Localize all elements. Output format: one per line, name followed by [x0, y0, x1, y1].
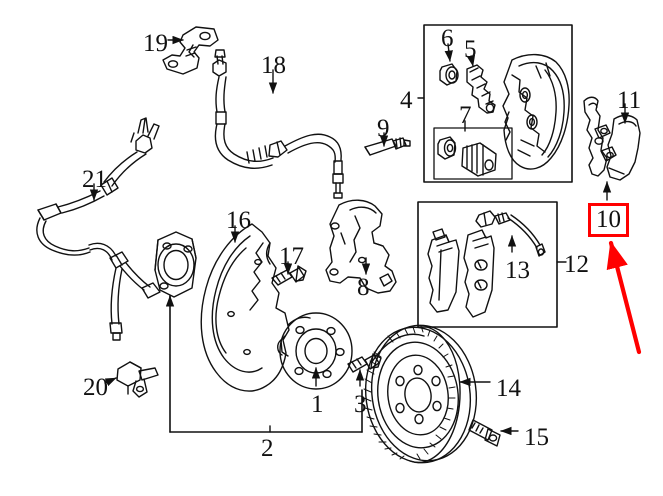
callout-20[interactable]: 20 — [83, 374, 108, 401]
callout-11[interactable]: 11 — [617, 87, 642, 114]
callout-17[interactable]: 17 — [279, 243, 304, 270]
callout-1[interactable]: 1 — [311, 391, 324, 418]
callout-6[interactable]: 6 — [441, 25, 454, 52]
callout-7[interactable]: 7 — [459, 102, 472, 129]
callout-14[interactable]: 14 — [496, 375, 521, 402]
highlight-arrow — [606, 240, 642, 355]
callout-4[interactable]: 4 — [400, 87, 413, 114]
callout-18[interactable]: 18 — [261, 52, 286, 79]
callout-10-highlighted[interactable]: 10 — [588, 203, 629, 237]
callout-19[interactable]: 19 — [143, 30, 168, 57]
callout-8[interactable]: 8 — [357, 274, 370, 301]
callout-16[interactable]: 16 — [226, 207, 251, 234]
callout-15[interactable]: 15 — [524, 424, 549, 451]
callout-12[interactable]: 12 — [564, 251, 589, 278]
callout-21[interactable]: 21 — [82, 166, 107, 193]
callout-13[interactable]: 13 — [505, 257, 530, 284]
callout-3[interactable]: 3 — [354, 391, 367, 418]
callout-9[interactable]: 9 — [377, 115, 390, 142]
callout-5[interactable]: 5 — [464, 36, 477, 63]
callout-2[interactable]: 2 — [261, 435, 274, 462]
